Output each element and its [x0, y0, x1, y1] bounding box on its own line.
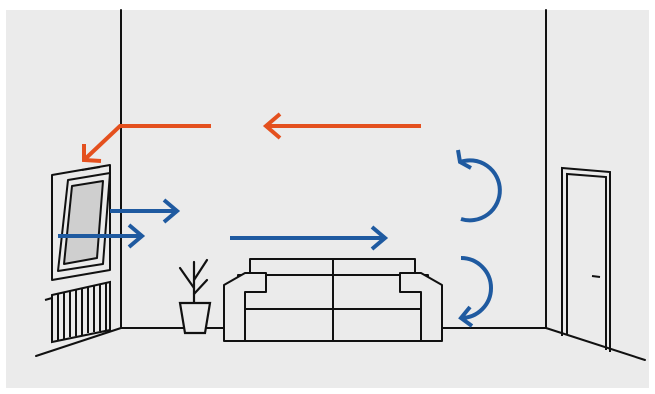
sofa-icon: [224, 259, 442, 341]
tilted-open-window-icon: [52, 165, 110, 280]
